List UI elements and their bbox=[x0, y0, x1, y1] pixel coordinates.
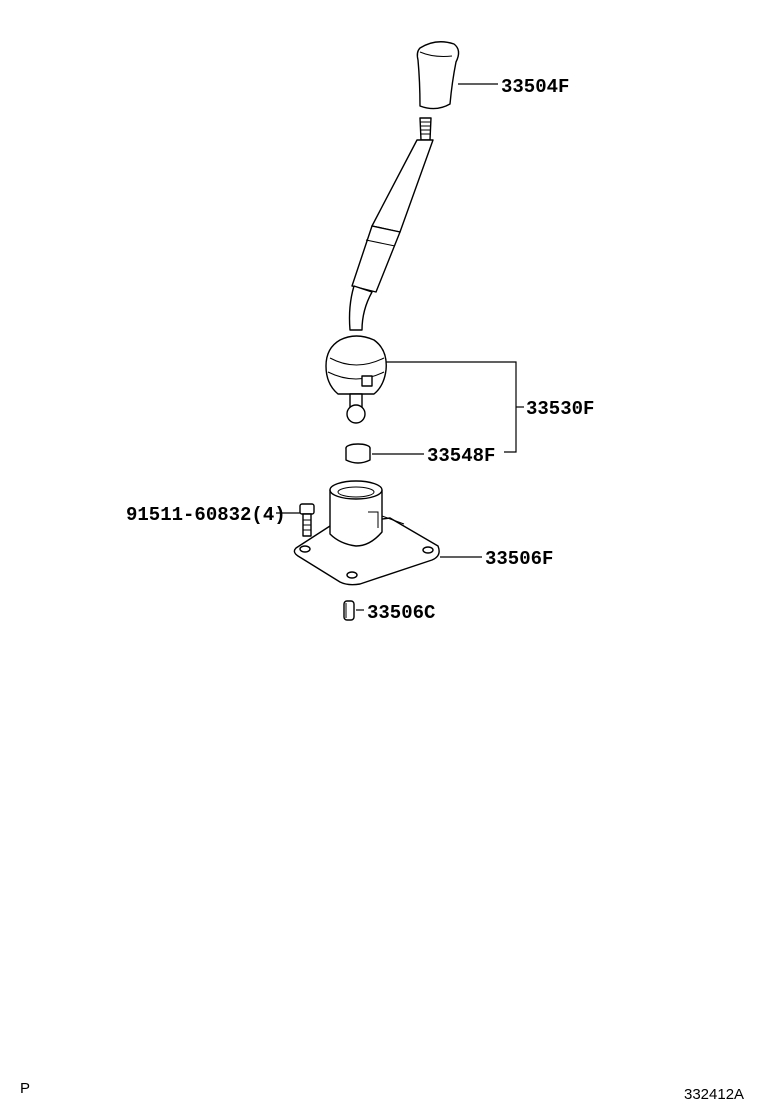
leader-lever-assy bbox=[386, 361, 517, 453]
label-lever-assy: 33530F bbox=[526, 398, 594, 420]
label-retainer: 33506F bbox=[485, 548, 553, 570]
retainer-housing[interactable] bbox=[293, 480, 440, 586]
label-pin: 33506C bbox=[367, 602, 435, 624]
label-knob: 33504F bbox=[501, 76, 569, 98]
diagram-code: 332412A bbox=[684, 1086, 744, 1103]
shift-lever-rod bbox=[348, 117, 434, 331]
label-bushing: 33548F bbox=[427, 445, 495, 467]
pin[interactable] bbox=[343, 600, 355, 621]
label-bolt: 91511-60832(4) bbox=[126, 504, 286, 526]
footer-left-mark: P bbox=[20, 1080, 30, 1097]
lever-ball-housing[interactable] bbox=[325, 335, 387, 424]
bolt[interactable] bbox=[299, 503, 315, 537]
bushing[interactable] bbox=[345, 443, 371, 464]
shift-knob[interactable] bbox=[416, 41, 460, 110]
